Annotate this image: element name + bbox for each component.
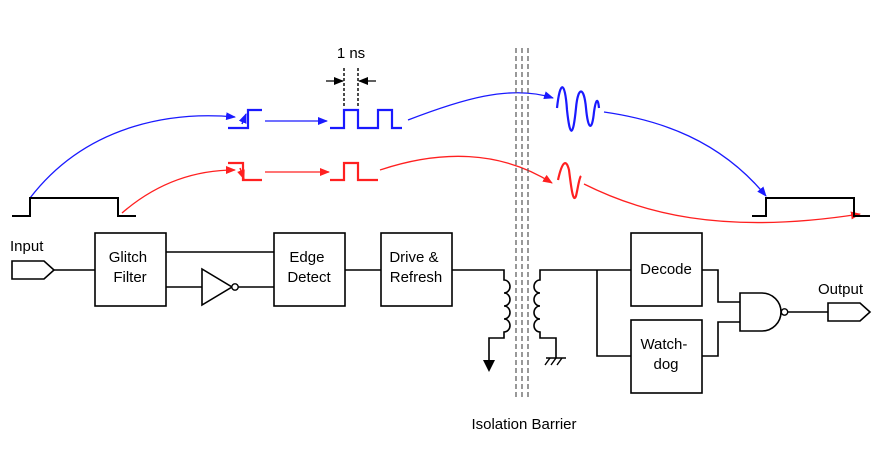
svg-text:Watch- dog: Watch- dog (640, 336, 691, 373)
output-waveform (752, 197, 870, 217)
rising-edge-signal-path (29, 86, 767, 199)
inverter-icon (201, 267, 239, 307)
isolation-barrier-label: Isolation Barrier (471, 416, 576, 433)
svg-text:Glitch Filter: Glitch Filter (109, 249, 152, 286)
watchdog-label-line1: Watch- (640, 336, 687, 353)
secondary-ground-icon (544, 357, 566, 366)
pulses-to-barrier-arrow (407, 91, 554, 121)
double-pulse-waveform (330, 108, 402, 130)
svg-text:Drive & Refresh: Drive & Refresh (389, 249, 442, 286)
isolation-barrier: Isolation Barrier (471, 48, 577, 433)
input-to-rising-edge-arrow (29, 112, 236, 199)
falling-edge-marker (228, 161, 262, 182)
pulse-width-label: 1 ns (337, 45, 365, 62)
watchdog-label-line2: dog (653, 356, 678, 373)
single-pulse-waveform (330, 161, 378, 182)
output-label: Output (818, 281, 864, 298)
pulse-width-dimension: 1 ns (326, 45, 376, 108)
input-waveform (12, 197, 136, 217)
rising-edge-up-arrow (238, 113, 247, 125)
rising-edge-marker (228, 108, 262, 130)
edge-detect-label-line1: Edge (289, 249, 324, 266)
glitch-filter-label-line1: Glitch (109, 249, 147, 266)
edge-detect-block: Edge Detect (273, 232, 346, 307)
input-port-icon (11, 260, 56, 280)
drive-refresh-label-line1: Drive & (389, 249, 438, 266)
input-port: Input (10, 238, 56, 280)
primary-ground-arrow-icon (483, 360, 495, 372)
burst-to-output-arrow (603, 111, 767, 197)
burst-to-output-falling-arrow (583, 183, 861, 224)
output-port-icon (827, 302, 872, 322)
decode-label: Decode (640, 261, 692, 278)
glitch-filter-label-line2: Filter (113, 269, 146, 286)
input-to-falling-edge-arrow (121, 166, 236, 214)
nand-gate-icon (739, 292, 789, 332)
watchdog-block: Watch- dog (630, 319, 703, 394)
falling-edge-down-arrow (237, 167, 245, 180)
decode-block: Decode (630, 232, 703, 307)
glitch-filter-block: Glitch Filter (94, 232, 167, 307)
svg-text:Edge Detect: Edge Detect (287, 249, 331, 286)
edge-detect-label-line2: Detect (287, 269, 331, 286)
drive-refresh-block: Drive & Refresh (380, 232, 453, 307)
pulse-to-barrier-arrow (379, 155, 553, 184)
output-port: Output (818, 281, 872, 322)
falling-edge-signal-path (121, 155, 861, 224)
red-rf-burst (556, 162, 582, 199)
blue-rf-burst (555, 86, 601, 132)
transformer-primary-coil (452, 269, 511, 362)
drive-refresh-label-line2: Refresh (390, 269, 443, 286)
input-label: Input (10, 238, 44, 255)
transformer-secondary-coil (533, 269, 631, 358)
